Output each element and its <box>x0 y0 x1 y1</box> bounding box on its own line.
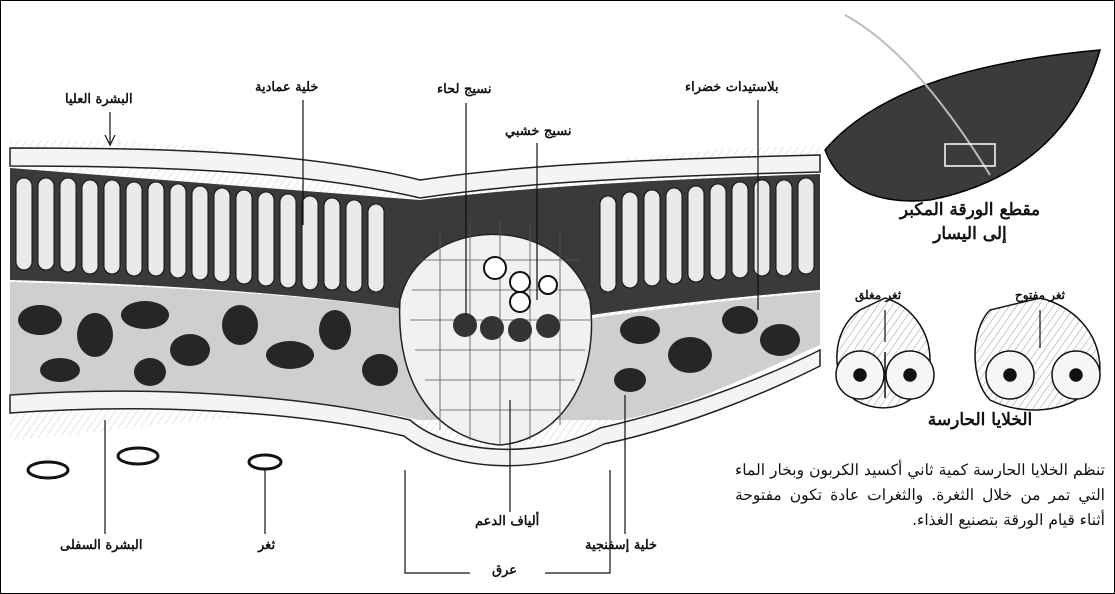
label-palisade-cell: خلية عمادية <box>255 80 318 95</box>
label-phloem: نسيج لحاء <box>437 82 491 97</box>
label-chloroplasts: بلاستيدات خضراء <box>685 80 779 95</box>
label-upper-epidermis: البشرة العليا <box>65 92 133 107</box>
guard-cells-title: الخلايا الحارسة <box>850 410 1110 430</box>
open-guard-cells <box>975 298 1100 410</box>
label-open-stoma: ثغر مفتوح <box>1015 288 1065 302</box>
label-support-fibers: ألياف الدعم <box>475 514 539 529</box>
label-closed-stoma: ثغر مغلق <box>855 288 901 302</box>
label-spongy-cell: خلية إسفنجية <box>585 538 657 553</box>
label-lower-epidermis: البشرة السفلى <box>60 538 143 553</box>
label-stoma: ثغر <box>258 538 275 553</box>
stomata-openings <box>28 448 281 478</box>
leaf-shape <box>825 50 1100 201</box>
inset-caption-line1: مقطع الورقة المكبر <box>840 200 1100 220</box>
guard-cells-description: تنظم الخلايا الحارسة كمية ثاني أكسيد الك… <box>735 458 1105 533</box>
inset-caption-line2: إلى اليسار <box>840 224 1100 244</box>
label-xylem: نسيج خشبي <box>505 124 571 139</box>
label-vein: عرق <box>492 563 517 578</box>
